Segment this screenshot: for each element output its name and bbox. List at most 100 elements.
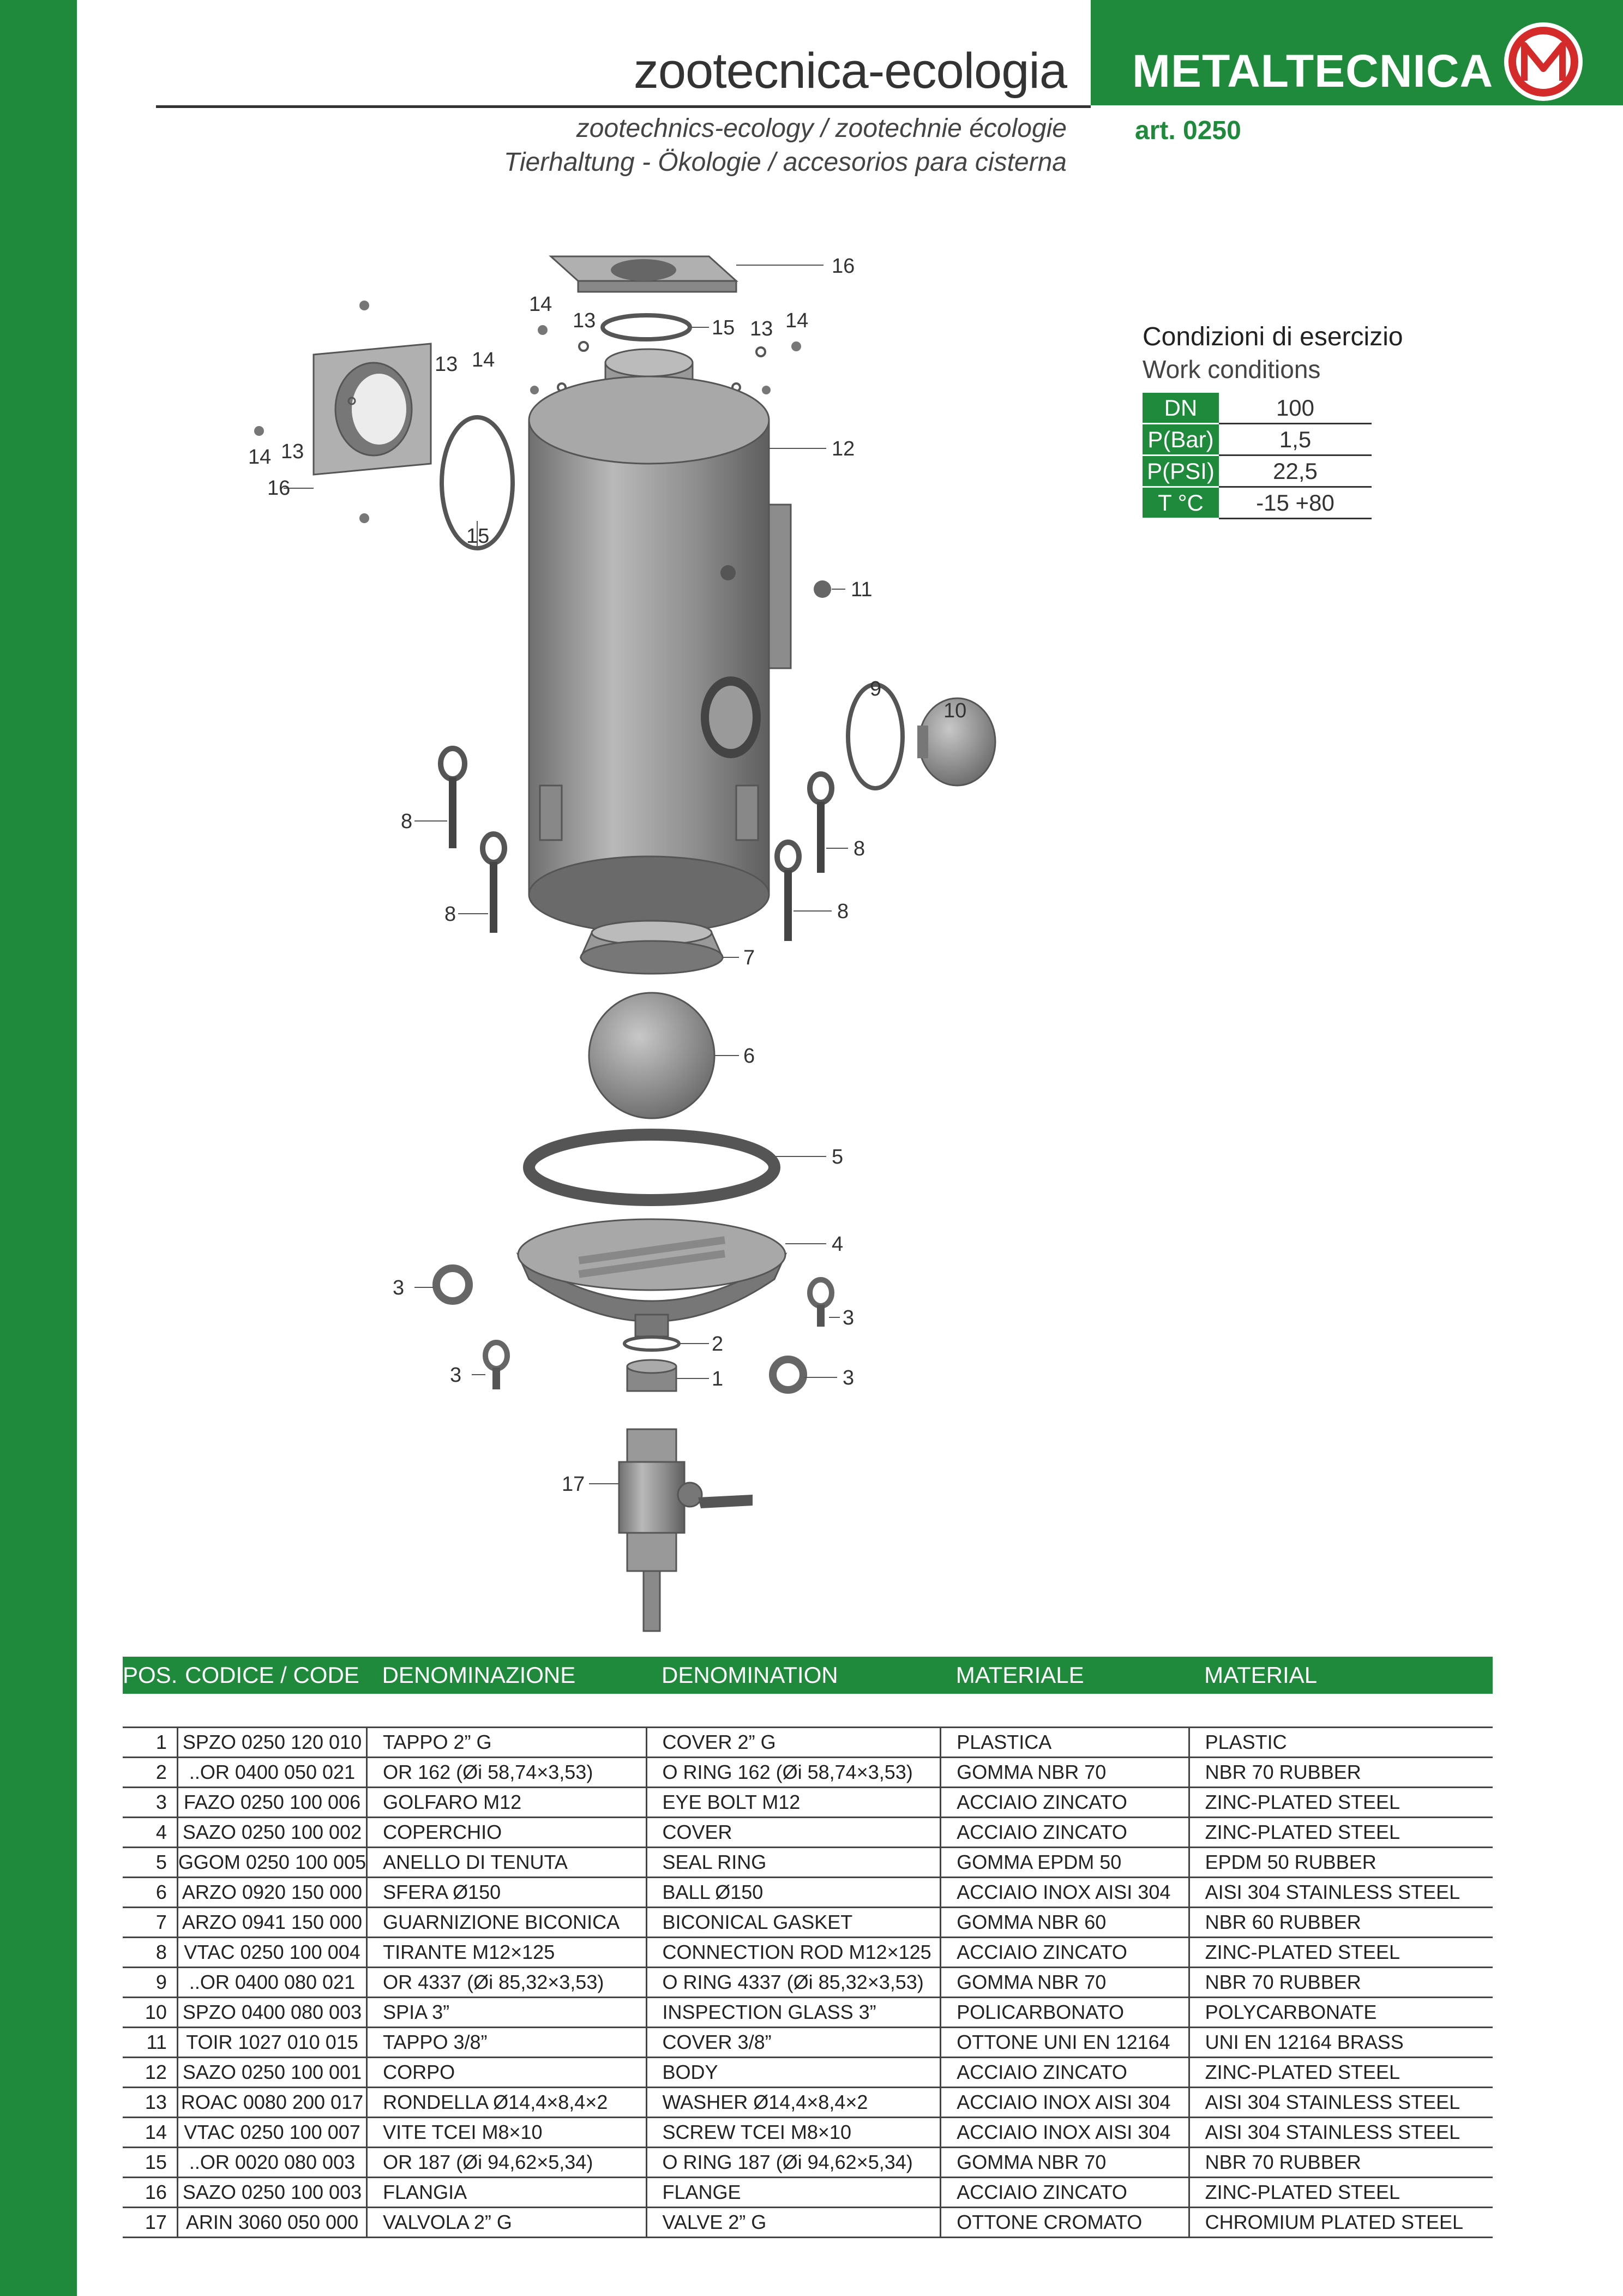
label-16: 16	[267, 477, 290, 500]
part-denominazione: GOLFARO M12	[366, 1787, 647, 1818]
part-code: ..OR 0400 080 021	[176, 1967, 367, 1998]
part-pos: 17	[123, 2207, 178, 2238]
part-code: SAZO 0250 100 001	[176, 2057, 367, 2088]
part-pos: 9	[123, 1967, 178, 1998]
label-10: 10	[943, 699, 966, 722]
part-materiale: OTTONE UNI EN 12164	[940, 2027, 1189, 2058]
label-5: 5	[832, 1146, 843, 1168]
connection-rods	[438, 746, 834, 941]
cap-2in	[626, 1359, 677, 1392]
part-materiale: ACCIAIO ZINCATO	[940, 1787, 1189, 1818]
label-13: 13	[281, 440, 304, 463]
part-denomination: BICONICAL GASKET	[645, 1907, 941, 1938]
part-code: ARZO 0941 150 000	[176, 1907, 367, 1938]
part-denominazione: SFERA Ø150	[366, 1877, 647, 1908]
cover-plug	[814, 580, 831, 598]
label-3: 3	[843, 1306, 854, 1329]
part-material: PLASTIC	[1188, 1727, 1493, 1758]
part-denomination: O RING 187 (Øi 94,62×5,34)	[645, 2147, 941, 2178]
part-material: UNI EN 12164 BRASS	[1188, 2027, 1493, 2058]
part-pos: 16	[123, 2177, 178, 2208]
label-3: 3	[393, 1276, 404, 1299]
part-materiale: GOMMA NBR 70	[940, 2147, 1189, 2178]
part-pos: 4	[123, 1817, 178, 1848]
part-denomination: EYE BOLT M12	[645, 1787, 941, 1818]
label-16: 16	[832, 255, 855, 278]
subtitle-line-2: Tierhaltung - Ökologie / accesorios para…	[503, 148, 1067, 177]
condition-value: 22,5	[1219, 455, 1372, 488]
brand-logo-icon	[1504, 22, 1583, 101]
part-materiale: ACCIAIO INOX AISI 304	[940, 2117, 1189, 2148]
parts-table: POS. CODICE / CODE DENOMINAZIONE DENOMIN…	[123, 1657, 1493, 2238]
part-denomination: COVER 3/8”	[645, 2027, 941, 2058]
condition-key: T °C	[1143, 487, 1219, 519]
part-denominazione: RONDELLA Ø14,4×8,4×2	[366, 2087, 647, 2118]
label-11: 11	[851, 578, 872, 601]
seal-ring	[523, 1129, 780, 1206]
part-materiale: GOMMA EPDM 50	[940, 1847, 1189, 1878]
part-denomination: INSPECTION GLASS 3”	[645, 1997, 941, 2028]
part-denominazione: VALVOLA 2” G	[366, 2207, 647, 2238]
label-7: 7	[743, 946, 755, 969]
part-pos: 13	[123, 2087, 178, 2118]
part-pos: 11	[123, 2027, 178, 2058]
label-13: 13	[573, 309, 596, 332]
side-green-bar	[0, 0, 77, 2296]
parts-table-header: POS. CODICE / CODE DENOMINAZIONE DENOMIN…	[123, 1657, 1493, 1694]
part-pos: 2	[123, 1757, 178, 1788]
part-code: ROAC 0080 200 017	[176, 2087, 367, 2118]
part-materiale: ACCIAIO INOX AISI 304	[940, 2087, 1189, 2118]
conditions-subtitle: Work conditions	[1143, 355, 1321, 383]
part-denominazione: OR 187 (Øi 94,62×5,34)	[366, 2147, 647, 2178]
header-denomination: DENOMINATION	[646, 1657, 941, 1694]
header-material: MATERIAL	[1189, 1657, 1493, 1694]
part-denominazione: VITE TCEI M8×10	[366, 2117, 647, 2148]
conditions-row: DN 100	[1143, 393, 1372, 424]
header-code: CODICE / CODE	[177, 1657, 367, 1694]
part-denominazione: ANELLO DI TENUTA	[366, 1847, 647, 1878]
part-code: VTAC 0250 100 007	[176, 2117, 367, 2148]
part-denominazione: CORPO	[366, 2057, 647, 2088]
part-code: SAZO 0250 100 003	[176, 2177, 367, 2208]
label-14: 14	[248, 446, 271, 469]
part-denomination: BALL Ø150	[645, 1877, 941, 1908]
part-code: GGOM 0250 100 005	[176, 1847, 367, 1878]
label-3: 3	[843, 1366, 854, 1389]
label-14: 14	[785, 309, 808, 332]
top-o-ring	[600, 313, 692, 341]
part-materiale: ACCIAIO INOX AISI 304	[940, 1877, 1189, 1908]
label-13: 13	[750, 317, 773, 340]
label-1: 1	[712, 1368, 723, 1390]
part-materiale: GOMMA NBR 60	[940, 1907, 1189, 1938]
part-material: NBR 60 RUBBER	[1188, 1907, 1493, 1938]
header-denominazione: DENOMINAZIONE	[366, 1657, 647, 1694]
part-materiale: ACCIAIO ZINCATO	[940, 2177, 1189, 2208]
part-material: ZINC-PLATED STEEL	[1188, 1787, 1493, 1818]
bottom-cover	[516, 1218, 788, 1338]
conditions-row: T °C -15 +80	[1143, 487, 1372, 519]
part-code: ..OR 0400 050 021	[176, 1757, 367, 1788]
part-code: ARZO 0920 150 000	[176, 1877, 367, 1908]
eye-bolts	[432, 1264, 834, 1394]
part-pos: 1	[123, 1727, 178, 1758]
label-9: 9	[870, 678, 881, 700]
part-code: SPZO 0400 080 003	[176, 1997, 367, 2028]
part-denomination: O RING 4337 (Øi 85,32×3,53)	[645, 1967, 941, 1998]
label-4: 4	[832, 1233, 843, 1256]
label-3: 3	[450, 1364, 461, 1387]
label-14: 14	[529, 293, 552, 316]
page-title: zootecnica-ecologia	[633, 43, 1067, 99]
part-code: ..OR 0020 080 003	[176, 2147, 367, 2178]
part-denomination: COVER 2” G	[645, 1727, 941, 1758]
part-materiale: PLASTICA	[940, 1727, 1189, 1758]
part-code: TOIR 1027 010 015	[176, 2027, 367, 2058]
